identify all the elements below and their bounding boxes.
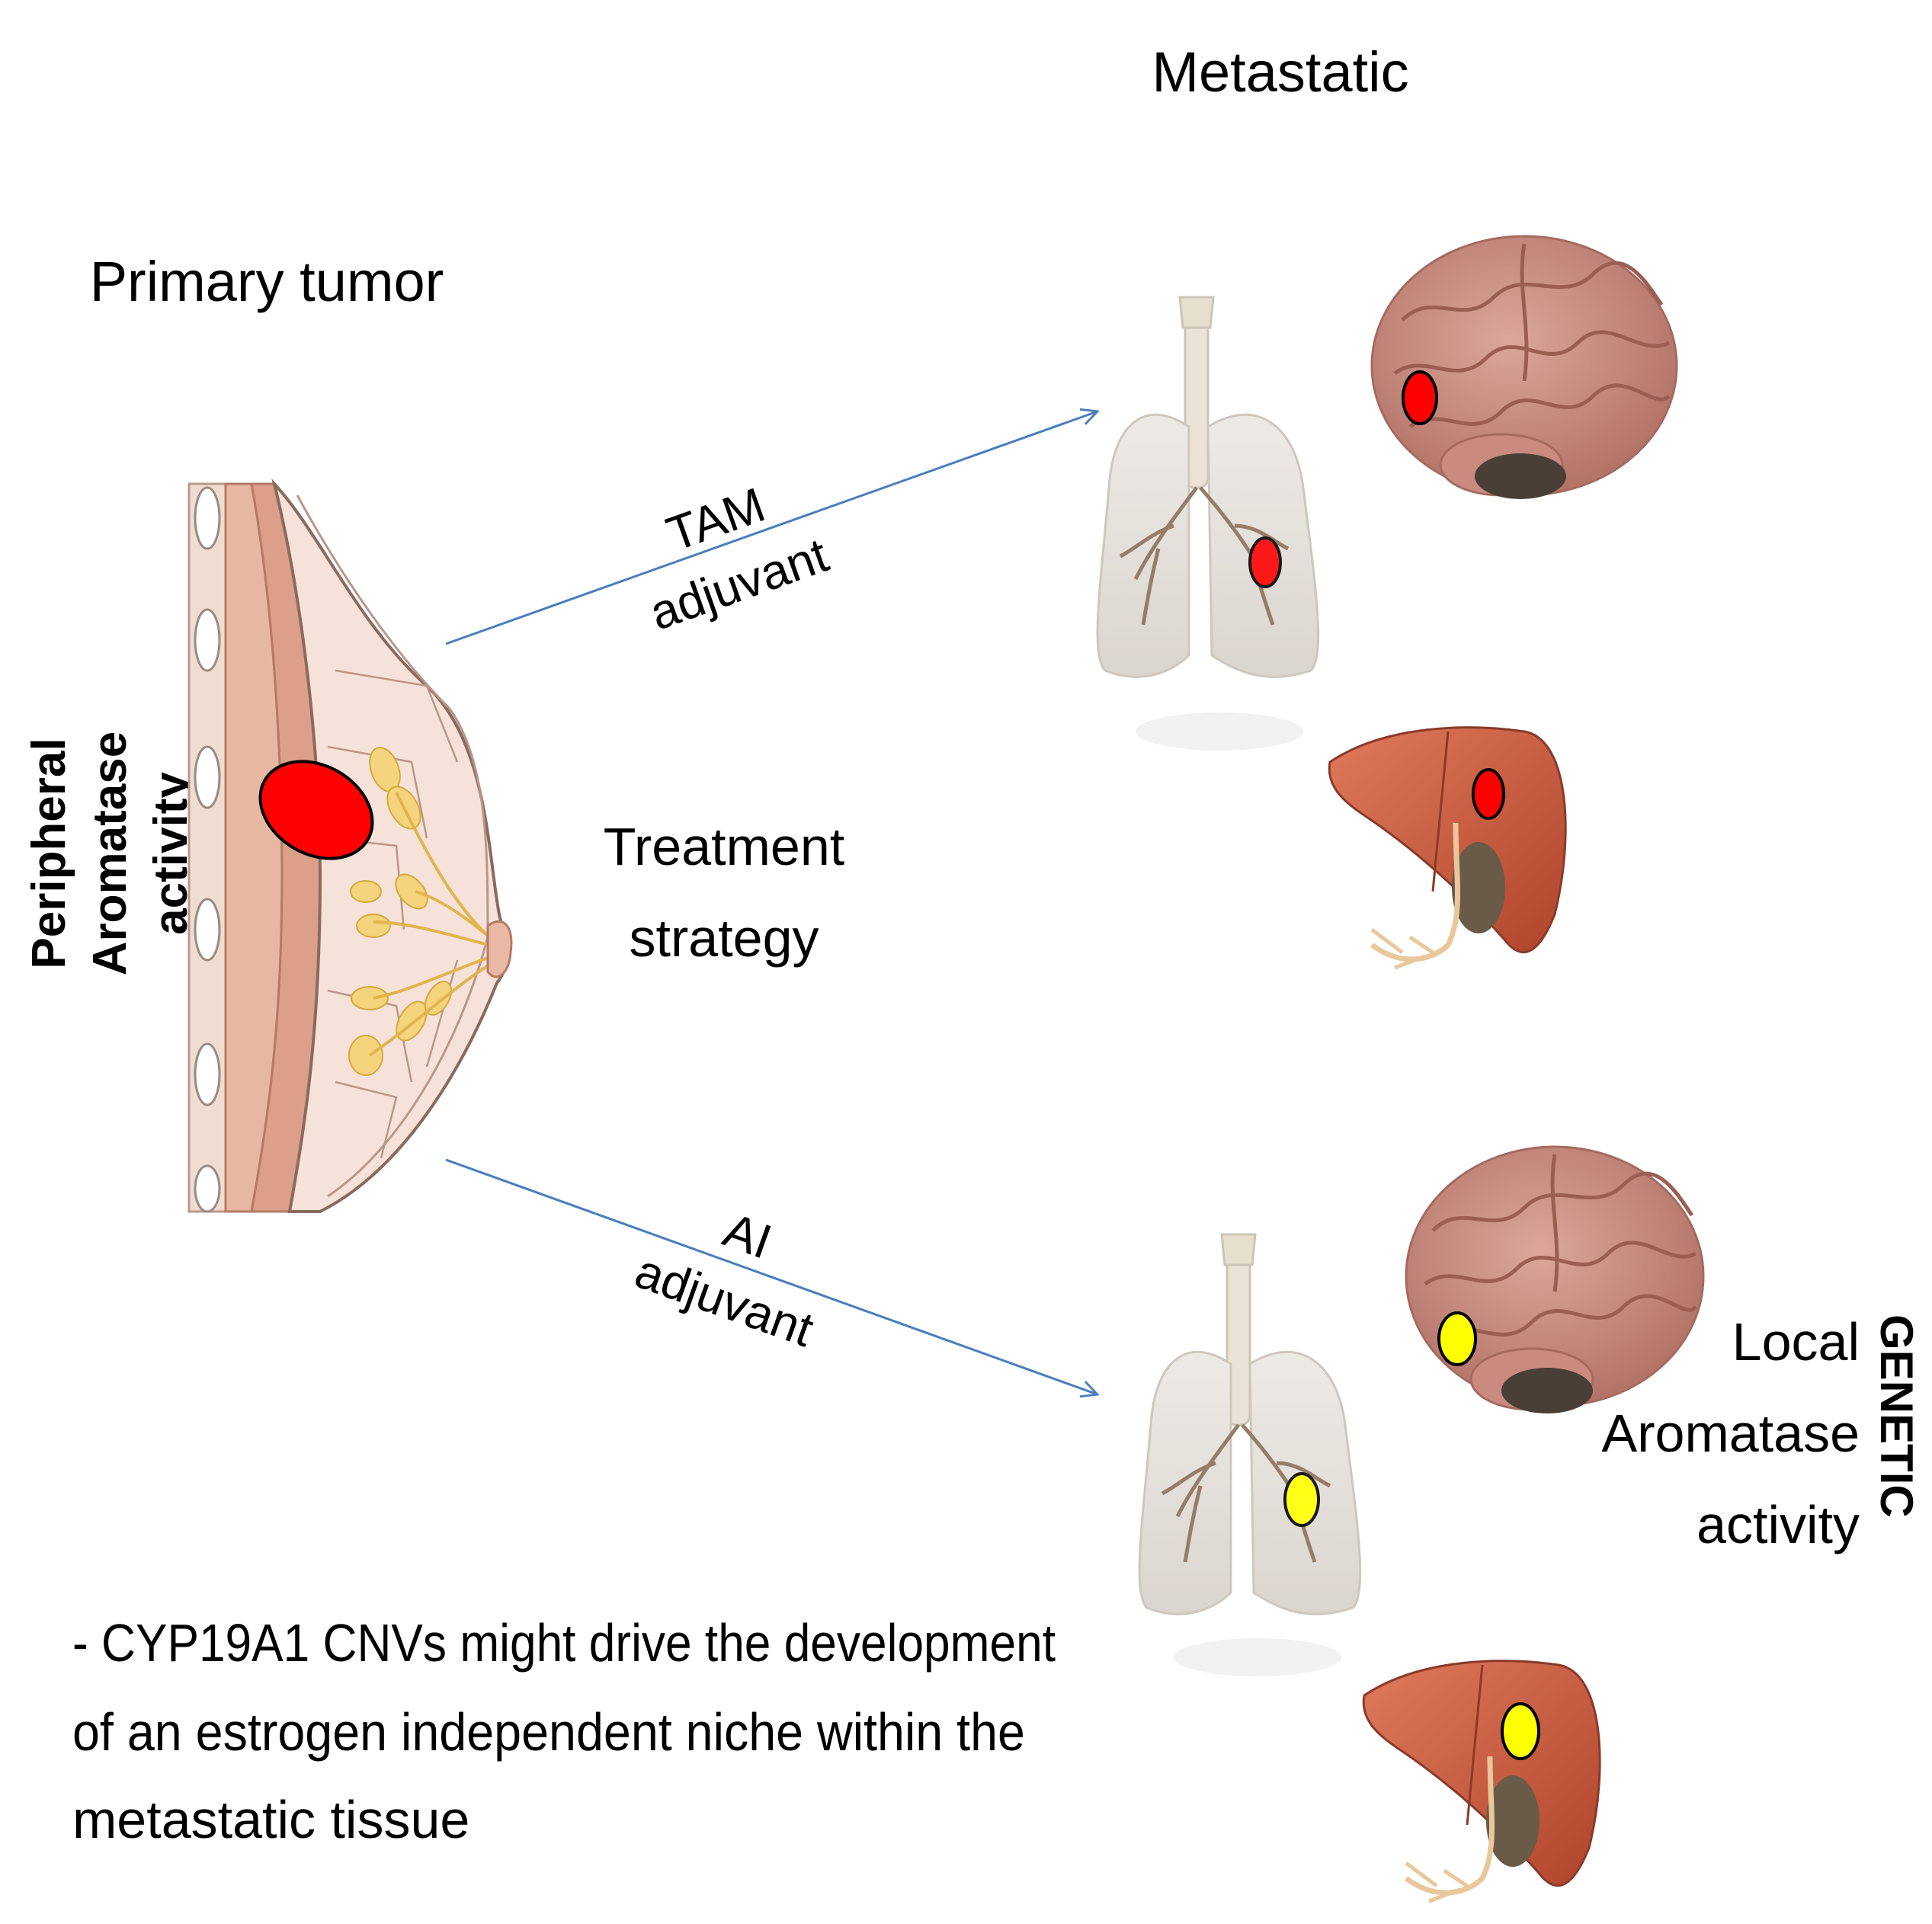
note-line-2: of an estrogen independent niche within … [72,1702,1025,1762]
primary-tumor-label: Primary tumor [90,250,444,313]
local-line-1: Local [1732,1312,1860,1372]
liver-icon [1136,712,1567,970]
peripheral-line-1: Peripheral [23,738,75,968]
tam-arrow [445,411,1097,645]
brain-icon [1370,235,1678,499]
ai-label: AI [716,1202,778,1269]
peripheral-line-2: Aromatase [84,732,136,975]
peripheral-aromatase-label: Peripheral Aromatase activity [23,732,197,975]
ai-arrow [445,1158,1097,1394]
metastatic-label: Metastatic [1152,40,1408,104]
treatment-line-1: Treatment [604,817,844,876]
local-line-3: activity [1697,1495,1860,1554]
brain-tumor-red [1402,370,1438,425]
lung-tumor-yellow [1283,1472,1320,1527]
lungs-icon [1138,1233,1362,1615]
local-line-2: Aromatase [1602,1404,1860,1463]
liver-icon [1174,1638,1601,1903]
primary-tumor-marker [258,760,374,860]
lung-tumor-red [1248,536,1282,588]
lungs-icon [1096,296,1320,678]
genetic-label: GENETIC [1871,1314,1922,1518]
liver-tumor-red [1472,768,1505,820]
breast-icon [187,478,513,1213]
brain-icon [1405,1145,1705,1413]
note-line-1: - CYP19A1 CNVs might drive the developme… [72,1613,1056,1673]
liver-tumor-yellow [1501,1702,1540,1760]
note-line-3: metastatic tissue [72,1790,469,1849]
brain-tumor-yellow [1437,1311,1477,1366]
treatment-line-2: strategy [630,908,819,968]
